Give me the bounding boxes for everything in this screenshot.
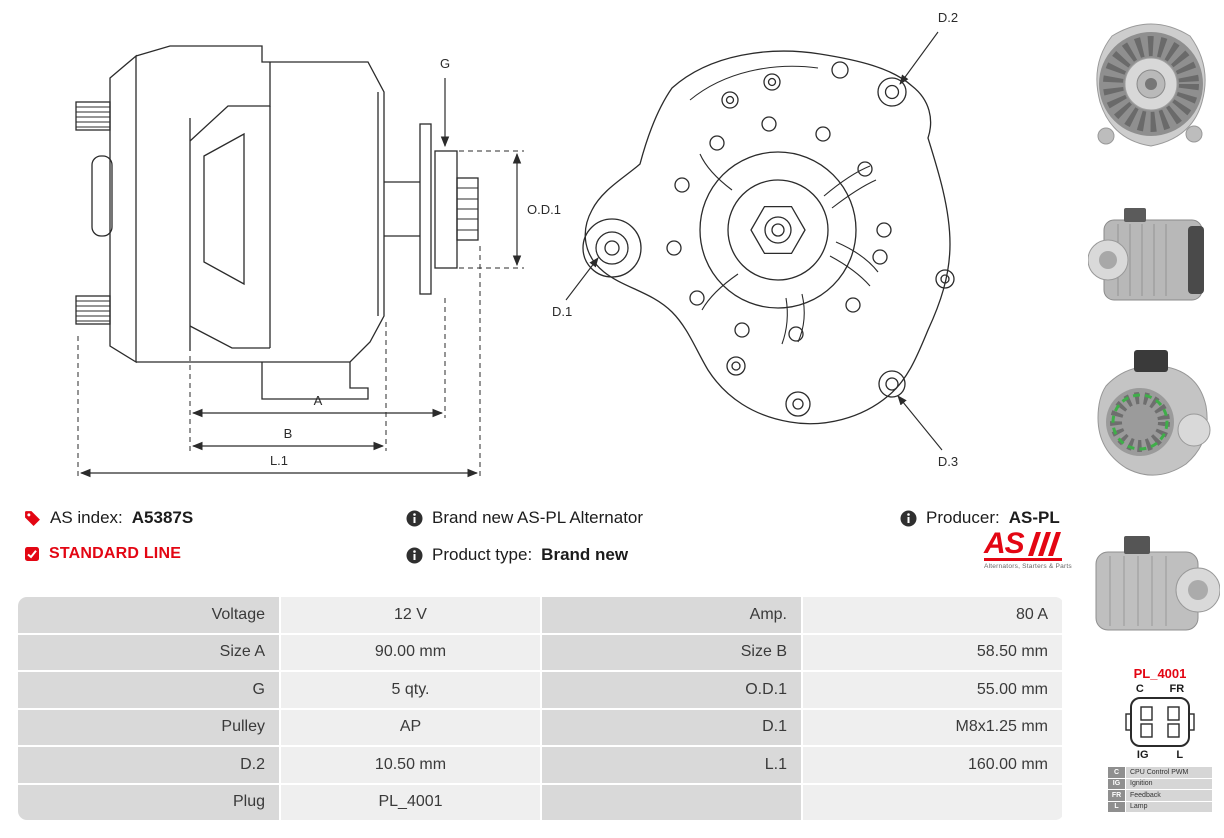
spec-label: G bbox=[18, 672, 279, 708]
vent-holes bbox=[666, 116, 892, 342]
bolt-holes bbox=[721, 61, 955, 417]
plug-legend-desc: CPU Control PWM bbox=[1126, 767, 1212, 778]
spec-label: Plug bbox=[18, 784, 279, 820]
plug-pin-fr: FR bbox=[1169, 683, 1185, 695]
spec-value: PL_4001 bbox=[281, 784, 540, 820]
spec-value bbox=[803, 784, 1062, 820]
spec-value: 55.00 mm bbox=[803, 672, 1062, 708]
standard-line-label: STANDARD LINE bbox=[49, 545, 182, 562]
as-logo-underline bbox=[984, 558, 1062, 561]
product-type-label: Product type: bbox=[432, 545, 533, 564]
spec-label: D.2 bbox=[18, 747, 279, 783]
dim-label-d2: D.2 bbox=[938, 10, 958, 25]
spec-label: D.1 bbox=[542, 709, 801, 745]
as-logo-text: AS bbox=[984, 527, 1025, 560]
dimension-lines bbox=[79, 78, 522, 478]
front-view-drawing: D.2 D.1 D.3 bbox=[552, 10, 958, 469]
plug-pin-labels-top: C FR bbox=[1123, 683, 1197, 695]
as-index-label: AS index: bbox=[50, 508, 123, 527]
plug-pin-c: C bbox=[1135, 683, 1144, 695]
plug-pin-labels-bottom: IG L bbox=[1123, 749, 1197, 761]
alternator-body-outline bbox=[91, 45, 420, 400]
spec-value: AP bbox=[281, 709, 540, 745]
spoke-lines bbox=[699, 153, 879, 345]
plug-legend-desc: Lamp bbox=[1126, 801, 1212, 812]
spec-label: Amp. bbox=[542, 597, 801, 633]
plug-title: PL_4001 bbox=[1133, 666, 1187, 681]
brand-new-row: Brand new AS-PL Alternator bbox=[406, 508, 643, 528]
spec-label: Voltage bbox=[18, 597, 279, 633]
plug-diagram-block: PL_4001 C FR IG L C CPU Control PWM IG I… bbox=[1104, 666, 1216, 812]
spec-value: 58.50 mm bbox=[803, 634, 1062, 670]
spec-label: Size B bbox=[542, 634, 801, 670]
as-index-value: A5387S bbox=[131, 508, 194, 527]
dim-label-l1: L.1 bbox=[270, 453, 288, 468]
spec-value: 90.00 mm bbox=[281, 634, 540, 670]
dim-label-od1: O.D.1 bbox=[527, 202, 561, 217]
spec-label: O.D.1 bbox=[542, 672, 801, 708]
spec-label: Size A bbox=[18, 634, 279, 670]
info-column-left: AS index: A5387S STANDARD LINE bbox=[24, 508, 193, 563]
product-photo-3 bbox=[1082, 338, 1220, 494]
dim-label-d1: D.1 bbox=[552, 304, 572, 319]
plug-pin-l: L bbox=[1176, 749, 1184, 761]
callout-lines bbox=[565, 31, 943, 451]
product-type-row: Product type: Brand new bbox=[406, 545, 643, 565]
product-photo-2 bbox=[1088, 190, 1220, 330]
tag-icon bbox=[25, 510, 40, 526]
producer-row: Producer: AS-PL bbox=[900, 508, 1060, 528]
green-highlight-circle bbox=[1111, 393, 1169, 451]
center-hub bbox=[699, 151, 857, 309]
dim-label-b: B bbox=[284, 426, 293, 441]
info-icon bbox=[406, 510, 423, 526]
info-icon bbox=[900, 510, 917, 526]
pulley-drawing bbox=[419, 123, 479, 295]
left-mounting-ear bbox=[582, 218, 642, 278]
specs-table: Voltage 12 V Amp. 80 A Size A 90.00 mm S… bbox=[18, 597, 1064, 820]
spec-value: 160.00 mm bbox=[803, 747, 1062, 783]
dim-label-d3: D.3 bbox=[938, 454, 958, 469]
producer-value: AS-PL bbox=[1008, 508, 1060, 527]
mounting-studs bbox=[75, 101, 111, 325]
spec-value: M8x1.25 mm bbox=[803, 709, 1062, 745]
info-column-right: Producer: AS-PL bbox=[900, 508, 1060, 528]
plug-legend: C CPU Control PWM IG Ignition FR Feedbac… bbox=[1108, 767, 1212, 812]
plug-legend-key: L bbox=[1108, 801, 1125, 812]
dimension-extension-lines bbox=[77, 150, 524, 476]
plug-legend-key: FR bbox=[1108, 790, 1125, 801]
standard-line-row: STANDARD LINE bbox=[24, 545, 193, 563]
spec-label: Pulley bbox=[18, 709, 279, 745]
as-logo-stripes bbox=[1027, 532, 1061, 556]
dim-label-a: A bbox=[314, 393, 323, 408]
info-column-middle: Brand new AS-PL Alternator Product type:… bbox=[406, 508, 643, 565]
spec-value: 10.50 mm bbox=[281, 747, 540, 783]
spec-value: 5 qty. bbox=[281, 672, 540, 708]
as-pl-logo: AS Alternators, Starters & Parts bbox=[984, 527, 1072, 570]
side-view-drawing: G O.D.1 A B L.1 bbox=[75, 45, 561, 478]
brand-new-text: Brand new AS-PL Alternator bbox=[432, 508, 644, 527]
plug-connector-drawing bbox=[1125, 697, 1195, 747]
product-photo-4 bbox=[1084, 514, 1220, 664]
plug-legend-key: IG bbox=[1108, 778, 1125, 789]
as-index-row: AS index: A5387S bbox=[24, 508, 193, 528]
product-photo-1 bbox=[1082, 4, 1220, 172]
plug-legend-key: C bbox=[1108, 767, 1125, 778]
spec-value: 80 A bbox=[803, 597, 1062, 633]
plug-pin-ig: IG bbox=[1136, 749, 1149, 761]
spec-value: 12 V bbox=[281, 597, 540, 633]
checkbox-checked-icon bbox=[25, 547, 39, 561]
product-type-value: Brand new bbox=[541, 545, 629, 564]
spec-label: L.1 bbox=[542, 747, 801, 783]
dim-label-g: G bbox=[440, 56, 450, 71]
as-logo-subtext: Alternators, Starters & Parts bbox=[984, 563, 1072, 570]
plug-legend-desc: Ignition bbox=[1126, 778, 1212, 789]
spec-label bbox=[542, 784, 801, 820]
producer-label: Producer: bbox=[926, 508, 1000, 527]
plug-legend-desc: Feedback bbox=[1126, 790, 1212, 801]
info-icon bbox=[406, 547, 423, 563]
